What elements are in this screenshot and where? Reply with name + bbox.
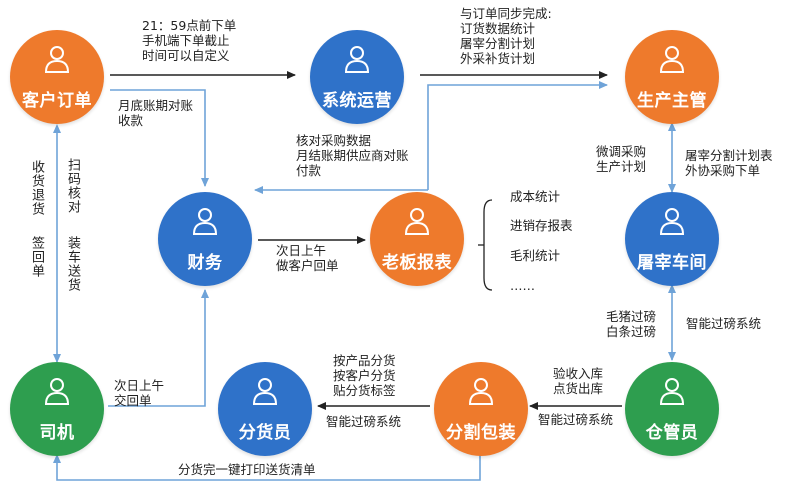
person-icon <box>44 46 70 73</box>
label-driver-to-finance: 次日上午 交回单 <box>114 378 165 408</box>
label-warehouse-to-cut: 验收入库 点货出库 <box>553 366 604 396</box>
label-finance-to-boss: 次日上午 做客户回单 <box>276 243 339 273</box>
node-system-ops: 系统运营 <box>310 30 404 124</box>
node-label: 屠宰车间 <box>637 253 707 273</box>
person-icon <box>404 208 430 235</box>
label-cut-to-distributor: 按产品分货 按客户分货 贴分货标签 <box>333 353 396 398</box>
label-driver-col1b: 签回单 <box>29 236 44 278</box>
node-label: 客户订单 <box>22 91 92 111</box>
label-warehouse-left: 毛猪过磅 白条过磅 <box>606 309 657 339</box>
node-distributor: 分货员 <box>218 362 312 456</box>
node-label: 分货员 <box>238 423 292 443</box>
label-warehouse-to-cut-below: 智能过磅系统 <box>538 412 614 427</box>
node-label: 生产主管 <box>637 91 707 111</box>
label-warehouse-right: 智能过磅系统 <box>686 316 762 331</box>
boss-item-margin: 毛利统计 <box>510 248 561 263</box>
arrow-finance-loop <box>427 81 608 190</box>
person-icon <box>252 378 278 405</box>
node-label: 财务 <box>187 253 223 273</box>
arrow-bottom-loop <box>53 454 481 481</box>
label-bottom: 分货完一键打印送货清单 <box>178 462 316 477</box>
node-warehouse-manager: 仓管员 <box>625 362 719 456</box>
node-label: 分割包装 <box>446 423 516 443</box>
arrow-order-to-finance <box>110 89 209 187</box>
label-order-to-finance: 月底账期对账 收款 <box>118 98 194 128</box>
label-driver-col2: 扫码核对 <box>65 158 80 214</box>
label-driver-col2b: 装车送货 <box>65 236 80 292</box>
label-cut-to-distributor-below: 智能过磅系统 <box>326 414 402 429</box>
node-boss-report: 老板报表 <box>370 192 464 286</box>
boss-item-cost: 成本统计 <box>510 189 561 204</box>
node-finance: 财务 <box>158 192 252 286</box>
boss-bracket <box>483 199 493 291</box>
person-icon <box>344 46 370 73</box>
label-driver-col1: 收货退货 <box>29 160 44 216</box>
person-icon <box>659 378 685 405</box>
boss-item-more: …… <box>510 278 535 293</box>
label-order-to-system: 21：59点前下单 手机端下单截止 时间可以自定义 <box>142 18 237 63</box>
label-system-to-production: 与订单同步完成: 订货数据统计 屠宰分割计划 外采补货计划 <box>460 6 552 66</box>
person-icon <box>44 378 70 405</box>
person-icon <box>192 208 218 235</box>
label-production-right: 屠宰分割计划表 外协采购下单 <box>685 148 773 178</box>
node-driver: 司机 <box>10 362 104 456</box>
person-icon <box>659 208 685 235</box>
node-label: 系统运营 <box>322 91 392 111</box>
person-icon <box>468 378 494 405</box>
boss-item-inventory: 进销存报表 <box>510 218 573 233</box>
node-customer-order: 客户订单 <box>10 30 104 124</box>
node-label: 司机 <box>39 423 75 443</box>
label-production-left: 微调采购 生产计划 <box>596 144 647 174</box>
arrow-driver-to-finance <box>108 289 209 407</box>
node-production-manager: 生产主管 <box>625 30 719 124</box>
node-label: 仓管员 <box>645 423 699 443</box>
node-cut-pack: 分割包装 <box>434 362 528 456</box>
node-slaughter-workshop: 屠宰车间 <box>625 192 719 286</box>
label-system-to-finance: 核对采购数据 月结账期供应商对账 付款 <box>296 133 409 178</box>
node-label: 老板报表 <box>382 253 452 273</box>
person-icon <box>659 46 685 73</box>
